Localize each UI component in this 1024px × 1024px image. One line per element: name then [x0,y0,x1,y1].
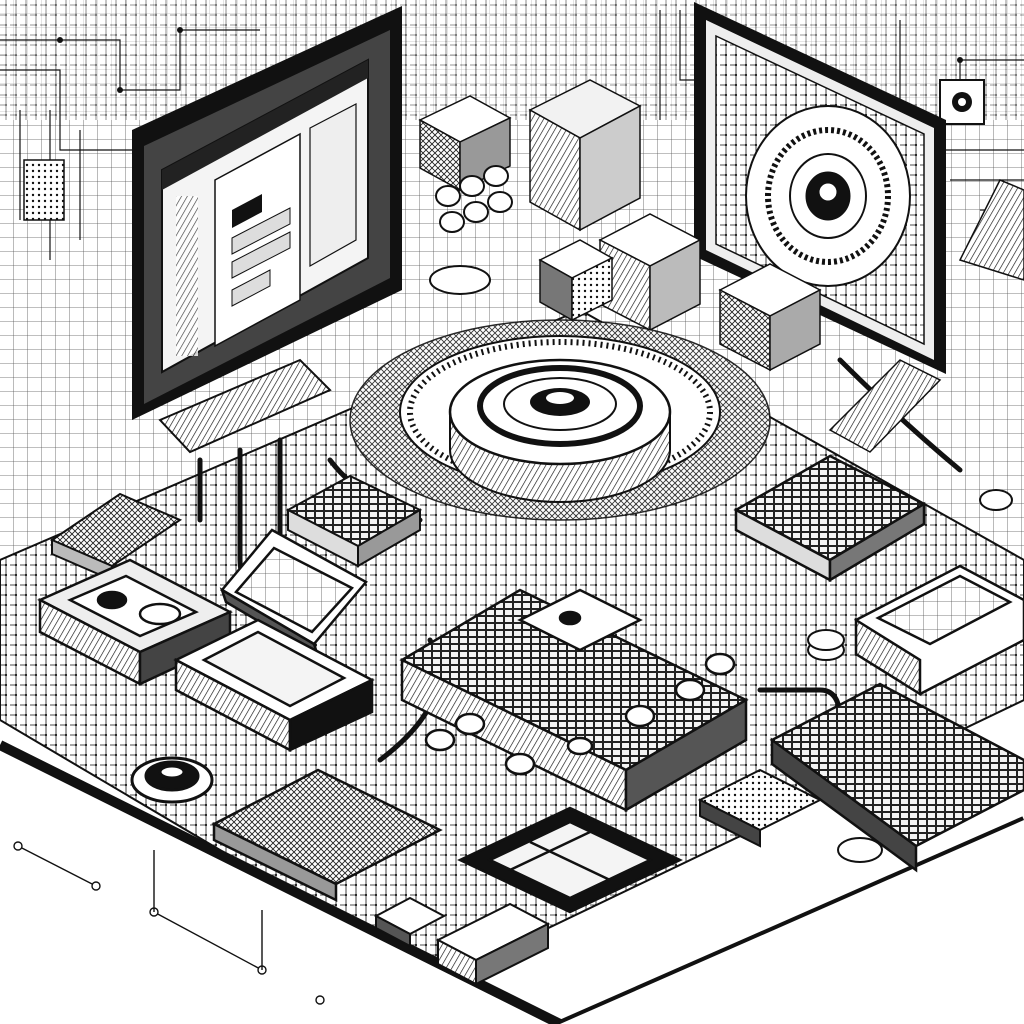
cable-connectors [424,652,736,776]
lower-tray [211,768,443,903]
circular-port [130,756,214,804]
knob-cluster [429,165,513,295]
drive-box [173,618,375,753]
wall-panel-left [23,159,65,221]
dimension-markers [13,841,325,1005]
central-core [349,319,771,521]
right-handheld [733,454,927,583]
keypad-module [285,474,423,568]
right-knob [807,489,1013,863]
right-monitor [694,2,946,374]
left-circuit-tile [49,492,183,582]
wall-wiring [0,10,1024,260]
display-panel [457,806,683,914]
staircase [828,179,1024,453]
left-monitor-stand [158,358,332,454]
handheld-device [37,558,233,687]
component-towers [418,79,822,372]
target-display [745,105,911,287]
lower-blocks [373,768,823,986]
right-module [854,564,1024,697]
left-monitor [132,6,402,454]
main-console [399,588,749,813]
chip-grid-panel [769,682,1024,873]
